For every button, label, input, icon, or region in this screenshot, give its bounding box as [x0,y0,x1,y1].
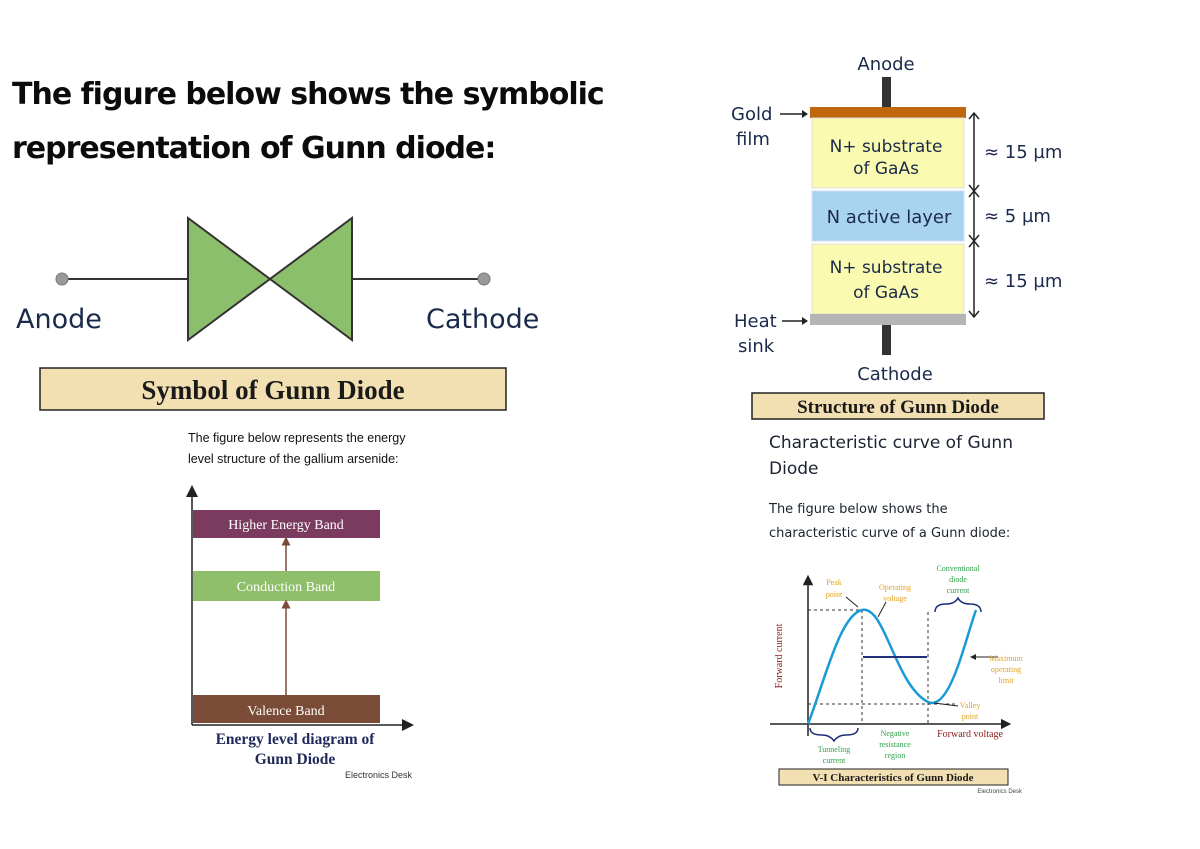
thickness-layer-2: ≈ 5 µm [984,206,1051,227]
valence-band-label: Valence Band [247,704,324,719]
heat-sink-layer [810,314,966,325]
conduction-band [193,571,380,601]
higher-energy-band-label: Higher Energy Band [228,518,344,533]
peak-label-2: point [826,590,843,599]
heading-line-1: The figure below shows the symbolic [12,77,605,112]
gunn-diode-structure-figure: Anode N+ substrate of GaAs N active laye… [731,54,1062,420]
maximum-label-3: limit [998,676,1014,685]
tunneling-brace [809,727,859,743]
page-heading: The figure below shows the symbolic repr… [12,68,605,176]
symbol-caption: Symbol of Gunn Diode [141,375,404,405]
gunn-diode-symbol-figure: Anode Cathode Symbol of Gunn Diode [16,216,539,411]
energy-caption-line-2: Gunn Diode [255,751,336,768]
thickness-layer-1: ≈ 15 µm [984,142,1062,163]
heading-line-2: representation of Gunn diode: [12,131,496,166]
negative-label-3: region [885,751,905,760]
gold-label-line-1: Gold [731,104,772,125]
valence-band [193,695,380,723]
gold-pointer-head [802,110,808,118]
negative-label-2: resistance [879,740,911,749]
curve-heading: Characteristic curve of Gunn Diode [769,430,1013,482]
vi-xlabel: Forward voltage [937,729,1003,740]
peak-label-1: Peak [826,578,842,587]
energy-level-diagram: Higher Energy Band Conduction Band Valen… [186,485,414,780]
cathode-terminal-bar [882,325,891,355]
energy-intro-line-1: The figure below represents the energy [188,431,406,445]
thickness-layer-3: ≈ 15 µm [984,271,1062,292]
gold-film-layer [810,107,966,118]
operating-pointer [877,601,887,618]
curve-intro-line-2: characteristic curve of a Gunn diode: [769,526,1011,541]
vi-curve [806,608,978,725]
layer-1-line-2: of GaAs [853,159,919,179]
valley-label-2: point [962,712,979,721]
peak-pointer [845,596,859,608]
valley-label-1: Valley [960,701,980,710]
conventional-label-2: diode [949,575,967,584]
thickness-arrowheads [968,111,980,319]
heat-pointer-head [802,317,808,325]
anode-terminal [55,272,69,286]
layer-1-line-1: N+ substrate [830,137,943,157]
layer-n-active [811,190,965,242]
operating-label-2: voltage [883,594,907,603]
energy-credit: Electronics Desk [345,770,413,780]
structure-caption: Structure of Gunn Diode [797,397,999,418]
left-triangle [187,216,272,342]
right-triangle [268,216,353,342]
conventional-brace [934,596,982,613]
symbol-caption-box [39,367,507,411]
heat-label-line-1: Heat [734,311,777,332]
structure-caption-box [751,392,1045,420]
vi-characteristics-figure: Forward current Forward voltage Peak poi… [770,564,1023,795]
vi-caption-box [778,768,1009,786]
structure-cathode-label: Cathode [857,364,933,385]
negative-label-1: Negative [881,729,910,738]
vi-caption: V-I Characteristics of Gunn Diode [812,772,973,784]
conduction-band-label: Conduction Band [237,580,335,595]
operating-label-1: Operating [879,583,911,592]
layer-3-line-2: of GaAs [853,283,919,303]
curve-intro: The figure below shows the characteristi… [769,498,1010,546]
higher-energy-band [193,510,380,538]
structure-anode-label: Anode [857,54,914,75]
conventional-label-1: Conventional [936,564,980,573]
curve-heading-line-1: Characteristic curve of Gunn [769,433,1013,453]
layer-2-label: N active layer [827,207,952,228]
heat-label-line-2: sink [738,336,775,357]
anode-label: Anode [16,304,102,335]
maximum-label-1: Maximum [989,654,1023,663]
conventional-label-3: current [947,586,970,595]
energy-caption-line-1: Energy level diagram of [216,731,376,748]
maximum-pointer-head [970,654,976,660]
valley-pointer [933,702,959,707]
tunneling-label-2: current [823,756,846,765]
curve-intro-line-1: The figure below shows the [769,502,948,517]
vi-credit: Electronics Desk [977,789,1023,795]
curve-heading-line-2: Diode [769,459,819,479]
cathode-label: Cathode [426,304,539,335]
anode-terminal-bar [882,77,891,107]
energy-intro-line-2: level structure of the gallium arsenide: [188,452,399,466]
layer-n-plus-top [811,117,965,189]
cathode-terminal [477,272,491,286]
tunneling-label-1: Tunneling [818,745,851,754]
layer-3-line-1: N+ substrate [830,258,943,278]
vi-ylabel: Forward current [774,623,785,688]
layer-n-plus-bottom [811,243,965,315]
maximum-label-2: operating [991,665,1021,674]
gold-label-line-2: film [736,129,770,150]
energy-intro: The figure below represents the energy l… [188,428,406,470]
